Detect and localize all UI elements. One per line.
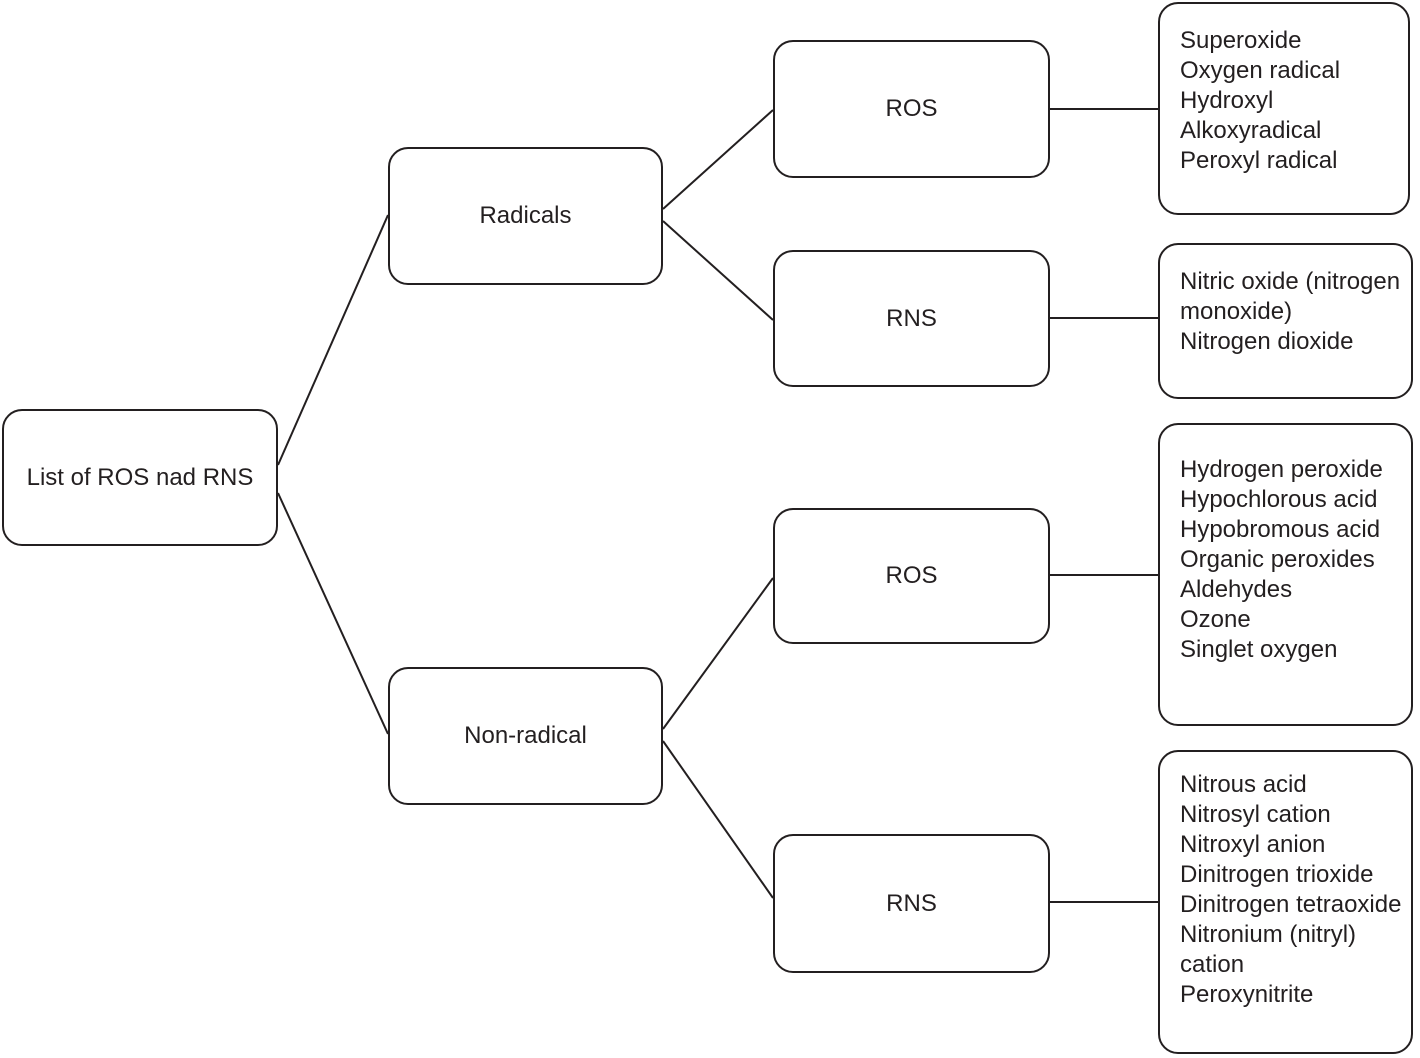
node-radicals-label: Radicals — [479, 202, 572, 229]
list-line: Ozone — [1180, 606, 1251, 633]
node-rns-under-non-radical: RNS — [773, 834, 1050, 973]
connector-radicals-to-rns — [662, 220, 774, 321]
list-line: Nitronium (nitryl) — [1180, 921, 1357, 948]
list-line: Nitrosyl cation — [1180, 801, 1331, 828]
list-line: Superoxide — [1180, 27, 1302, 54]
connector-root-to-non-radical — [277, 492, 389, 735]
connector-non-radical-to-ros — [662, 577, 774, 730]
connector-root-to-radicals — [277, 214, 389, 466]
node-rns-under-non-radical-label: RNS — [886, 889, 937, 917]
list-line: Singlet oxygen — [1180, 636, 1338, 663]
list-line: Alkoxyradical — [1180, 117, 1322, 144]
connector-radicals-to-ros — [662, 109, 774, 210]
list-line: Hypochlorous acid — [1180, 486, 1378, 513]
node-ros-under-non-radical: ROS — [773, 508, 1050, 644]
list-line: cation — [1180, 951, 1245, 978]
list-line: Organic peroxides — [1180, 546, 1375, 573]
list-line: Hypobromous acid — [1180, 516, 1381, 543]
node-root-label: List of ROS nad RNS — [26, 463, 254, 491]
node-ros-under-radicals-label: ROS — [885, 95, 938, 122]
leaf-list-rns-radicals: Nitric oxide (nitrogen monoxide) Nitrogen … — [1158, 243, 1413, 399]
list-line: Hydrogen peroxide — [1180, 456, 1383, 483]
list-line: Oxygen radical — [1180, 57, 1341, 84]
list-line: Peroxynitrite — [1180, 981, 1314, 1008]
node-rns-under-radicals: RNS — [773, 250, 1050, 387]
node-non-radical: Non-radical — [388, 667, 663, 805]
list-line: Nitroxyl anion — [1180, 831, 1326, 858]
node-radicals: Radicals — [388, 147, 663, 285]
connector-non-radical-to-rns — [662, 740, 774, 899]
list-line: Dinitrogen tetraoxide — [1180, 891, 1402, 918]
node-ros-under-non-radical-label: ROS — [885, 562, 938, 589]
list-line: monoxide) — [1180, 298, 1293, 325]
list-line: Nitrous acid — [1180, 771, 1307, 798]
list-line: Nitric oxide (nitrogen — [1180, 268, 1401, 295]
node-ros-under-radicals: ROS — [773, 40, 1050, 178]
list-line: Dinitrogen trioxide — [1180, 861, 1374, 888]
list-line: Aldehydes — [1180, 576, 1293, 603]
node-rns-under-radicals-label: RNS — [886, 304, 937, 332]
list-line: Nitrogen dioxide — [1180, 328, 1354, 355]
node-non-radical-label: Non-radical — [464, 722, 587, 749]
node-root: List of ROS nad RNS — [2, 409, 278, 546]
list-line: Peroxyl radical — [1180, 147, 1338, 174]
list-line: Hydroxyl — [1180, 87, 1274, 114]
